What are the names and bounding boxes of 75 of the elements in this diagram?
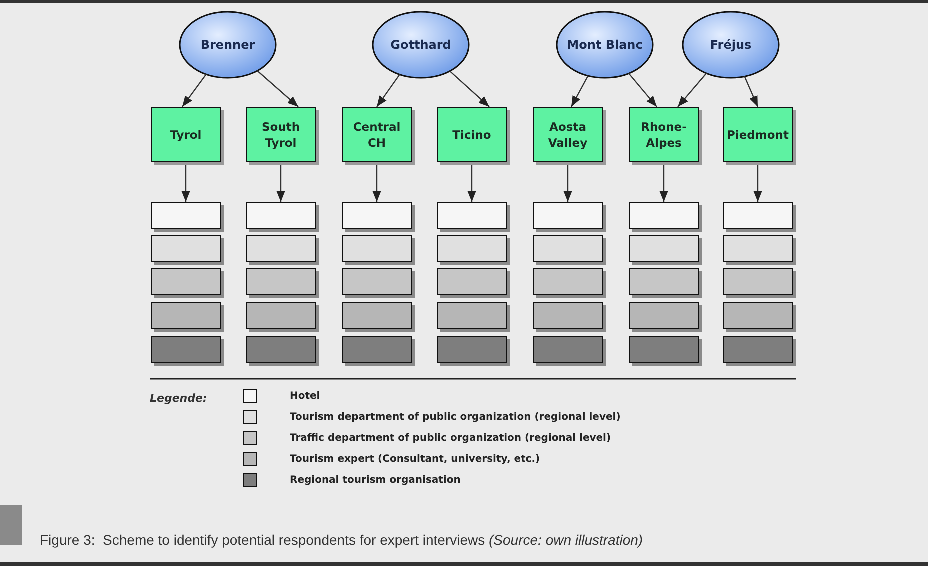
respondent-box bbox=[437, 235, 507, 262]
figure-caption: Figure 3: Scheme to identify potential respondents for expert interviews (Source: own illustration) bbox=[40, 531, 644, 550]
region-box bbox=[151, 107, 221, 162]
respondent-box bbox=[342, 336, 412, 363]
respondent-box bbox=[533, 336, 603, 363]
region-box bbox=[246, 107, 316, 162]
respondent-box bbox=[533, 268, 603, 295]
respondent-box bbox=[246, 202, 316, 229]
respondent-box bbox=[342, 268, 412, 295]
respondent-box bbox=[151, 302, 221, 329]
legend-text: Regional tourism organisation bbox=[290, 474, 461, 488]
respondent-box bbox=[629, 268, 699, 295]
respondent-box bbox=[342, 302, 412, 329]
arrow bbox=[182, 162, 190, 202]
region-name: Rhone-Alpes bbox=[640, 118, 688, 150]
arrow bbox=[754, 162, 762, 202]
region-name: Tyrol bbox=[170, 126, 202, 142]
legend-text: Tourism department of public organization (regional level) bbox=[290, 411, 621, 425]
arrow bbox=[276, 162, 286, 202]
respondent-box bbox=[342, 235, 412, 262]
arrow bbox=[744, 76, 759, 108]
region-name: Central CH bbox=[352, 118, 402, 150]
region-name: Piedmont bbox=[727, 126, 789, 142]
respondent-box bbox=[437, 336, 507, 363]
arrow bbox=[450, 70, 490, 108]
pass-name: Brenner bbox=[200, 37, 256, 54]
legend-heading: Legende: bbox=[150, 391, 208, 407]
respondent-box bbox=[246, 268, 316, 295]
legend-text: Traffic department of public organization (regional level) bbox=[290, 432, 612, 446]
arrow bbox=[372, 162, 382, 202]
respondent-box bbox=[151, 235, 221, 262]
respondent-box bbox=[246, 336, 316, 363]
respondent-box bbox=[437, 202, 507, 229]
respondent-box bbox=[437, 302, 507, 329]
region-box bbox=[723, 107, 793, 162]
respondent-box bbox=[723, 336, 793, 363]
respondent-box bbox=[533, 302, 603, 329]
pass-name: Fréjus bbox=[710, 37, 752, 54]
respondent-box bbox=[629, 202, 699, 229]
respondent-box bbox=[723, 268, 793, 295]
respondent-box bbox=[533, 202, 603, 229]
arrow bbox=[570, 76, 589, 108]
arrow bbox=[468, 162, 476, 202]
respondent-box bbox=[151, 202, 221, 229]
pass-name: Gotthard bbox=[390, 37, 452, 54]
respondent-box bbox=[246, 302, 316, 329]
respondent-box bbox=[723, 235, 793, 262]
respondent-box bbox=[723, 302, 793, 329]
respondent-box bbox=[629, 302, 699, 329]
respondent-box bbox=[629, 235, 699, 262]
arrow bbox=[564, 162, 572, 202]
legend-text: Tourism expert (Consultant, university, etc.) bbox=[290, 453, 540, 467]
region-name: Aosta Valley bbox=[547, 118, 589, 150]
respondent-box bbox=[723, 202, 793, 229]
arrow bbox=[257, 70, 299, 108]
respondent-box bbox=[151, 336, 221, 363]
respondent-box bbox=[342, 202, 412, 229]
arrow bbox=[182, 74, 207, 108]
region-name: South Tyrol bbox=[260, 118, 302, 150]
region-box bbox=[533, 107, 603, 162]
arrow bbox=[678, 73, 708, 108]
arrow bbox=[376, 74, 400, 108]
legend-text: Hotel bbox=[290, 390, 320, 404]
pass-name: Mont Blanc bbox=[567, 37, 643, 54]
respondent-box bbox=[151, 268, 221, 295]
region-name: Ticino bbox=[452, 126, 492, 142]
respondent-box bbox=[533, 235, 603, 262]
respondent-box bbox=[246, 235, 316, 262]
region-box bbox=[342, 107, 412, 162]
arrow bbox=[660, 162, 668, 202]
region-box bbox=[629, 107, 699, 162]
arrow bbox=[628, 73, 658, 108]
region-box bbox=[437, 107, 507, 162]
respondent-box bbox=[437, 268, 507, 295]
respondent-box bbox=[629, 336, 699, 363]
